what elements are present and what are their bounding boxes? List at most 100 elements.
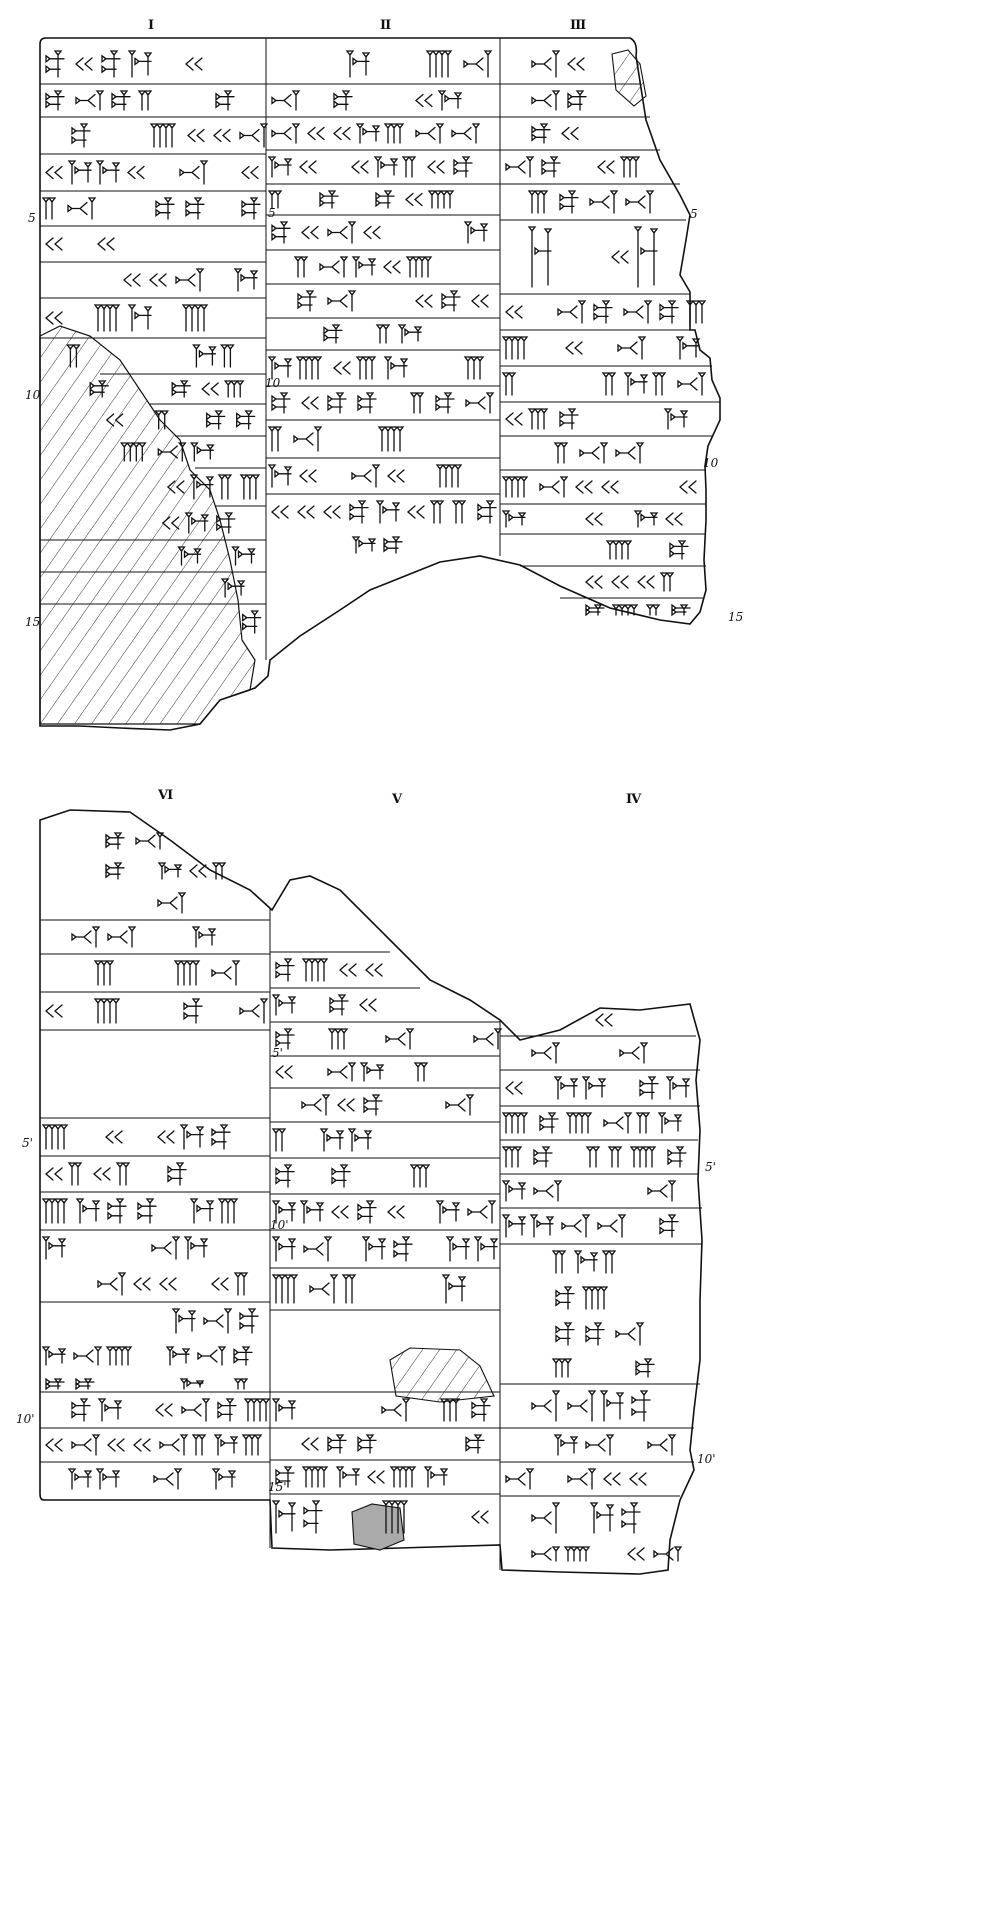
- cuneiform-sign: [671, 603, 691, 617]
- cuneiform-sign: [597, 1214, 627, 1238]
- cuneiform-sign: [501, 336, 529, 360]
- damaged-area: [39, 325, 256, 725]
- cuneiform-sign: [345, 50, 371, 78]
- cuneiform-sign: [327, 1028, 349, 1050]
- cuneiform-sign: [603, 1112, 633, 1134]
- cuneiform-sign: [623, 372, 649, 396]
- cuneiform-sign: [505, 305, 523, 319]
- cuneiform-sign: [275, 1065, 293, 1079]
- cuneiform-sign: [635, 1112, 651, 1134]
- cuneiform-sign: [365, 963, 383, 977]
- cuneiform-sign: [217, 1198, 239, 1224]
- cuneiform-sign: [231, 546, 256, 566]
- cuneiform-sign: [233, 1272, 249, 1296]
- cuneiform-sign: [347, 1128, 373, 1152]
- cuneiform-sign: [351, 160, 369, 174]
- cuneiform-sign: [101, 50, 121, 78]
- cuneiform-sign: [197, 1346, 227, 1366]
- line-number: 15: [25, 615, 41, 629]
- cuneiform-sign: [189, 1198, 215, 1224]
- cuneiform-sign: [359, 1062, 385, 1082]
- cuneiform-sign: [179, 160, 209, 185]
- cuneiform-sign: [327, 221, 357, 244]
- damaged-area: [611, 49, 647, 107]
- cuneiform-sign: [45, 237, 63, 251]
- cuneiform-sign: [267, 426, 283, 452]
- cuneiform-sign: [363, 1094, 383, 1116]
- cuneiform-sign: [501, 1180, 527, 1202]
- cuneiform-sign: [127, 50, 153, 78]
- cuneiform-sign: [71, 1398, 91, 1422]
- cuneiform-sign: [211, 862, 227, 880]
- cuneiform-sign: [423, 1466, 449, 1488]
- cuneiform-sign: [351, 536, 377, 554]
- cuneiform-sign: [275, 1466, 295, 1488]
- cuneiform-sign: [301, 1437, 319, 1451]
- cuneiform-sign: [271, 1128, 287, 1152]
- cuneiform-sign: [159, 1434, 189, 1456]
- cuneiform-sign: [531, 1502, 561, 1534]
- cuneiform-sign: [581, 1076, 607, 1100]
- cuneiform-sign: [377, 426, 405, 452]
- cuneiform-sign: [437, 90, 463, 111]
- cuneiform-sign: [389, 1466, 417, 1488]
- cuneiform-sign: [557, 300, 587, 324]
- cuneiform-sign: [179, 1378, 205, 1390]
- cuneiform-sign: [445, 1094, 475, 1116]
- cuneiform-sign: [363, 225, 381, 240]
- cuneiform-sign: [185, 197, 205, 220]
- cuneiform-sign: [415, 123, 445, 144]
- cuneiform-sign: [155, 1403, 173, 1417]
- cuneiform-sign: [553, 1076, 579, 1100]
- cuneiform-sign: [585, 1322, 605, 1346]
- cuneiform-sign: [157, 1130, 175, 1144]
- cuneiform-sign: [239, 1308, 259, 1334]
- cuneiform-sign: [529, 1214, 555, 1238]
- cuneiform-sign: [541, 156, 561, 178]
- cuneiform-sign: [413, 1062, 429, 1082]
- cuneiform-sign: [151, 1236, 181, 1260]
- cuneiform-sign: [149, 123, 177, 148]
- cuneiform-sign: [223, 380, 245, 398]
- cuneiform-sign: [621, 1502, 641, 1534]
- cuneiform-sign: [439, 1398, 461, 1422]
- cuneiform-sign: [659, 300, 679, 324]
- cuneiform-sign: [599, 1390, 625, 1422]
- cuneiform-sign: [565, 1112, 593, 1134]
- cuneiform-sign: [243, 1398, 271, 1422]
- obverse-tablet: [39, 37, 721, 731]
- reverse-column-4-label: IV: [626, 792, 641, 807]
- cuneiform-sign: [463, 221, 489, 244]
- cuneiform-sign: [473, 1236, 499, 1262]
- cuneiform-sign: [271, 221, 291, 244]
- cuneiform-sign: [477, 500, 497, 524]
- line-number: 5': [22, 1136, 33, 1150]
- cuneiform-sign: [171, 1308, 197, 1334]
- line-number: 10': [697, 1452, 716, 1466]
- cuneiform-sign: [629, 1472, 647, 1486]
- cuneiform-sign: [551, 1358, 573, 1378]
- cuneiform-sign: [555, 1286, 575, 1310]
- cuneiform-sign: [297, 505, 315, 519]
- cuneiform-sign: [187, 128, 205, 143]
- line-number: 5: [690, 207, 698, 221]
- cuneiform-sign: [601, 372, 617, 396]
- cuneiform-sign: [465, 392, 495, 414]
- cuneiform-sign: [220, 344, 235, 368]
- cuneiform-sign: [184, 512, 210, 534]
- cuneiform-sign: [333, 126, 351, 141]
- cuneiform-sign: [239, 123, 269, 148]
- cuneiform-sign: [181, 1398, 211, 1422]
- cuneiform-sign: [153, 1468, 183, 1490]
- cuneiform-sign: [67, 197, 97, 220]
- cuneiform-sign: [533, 1146, 553, 1168]
- cuneiform-sign: [625, 190, 655, 214]
- cuneiform-sign: [301, 1094, 331, 1116]
- damaged-area: [389, 1347, 495, 1403]
- line-number: 15': [268, 1480, 287, 1494]
- cuneiform-sign: [405, 256, 433, 278]
- cuneiform-sign: [679, 480, 697, 494]
- cuneiform-sign: [41, 1236, 67, 1260]
- cuneiform-sign: [361, 1236, 387, 1262]
